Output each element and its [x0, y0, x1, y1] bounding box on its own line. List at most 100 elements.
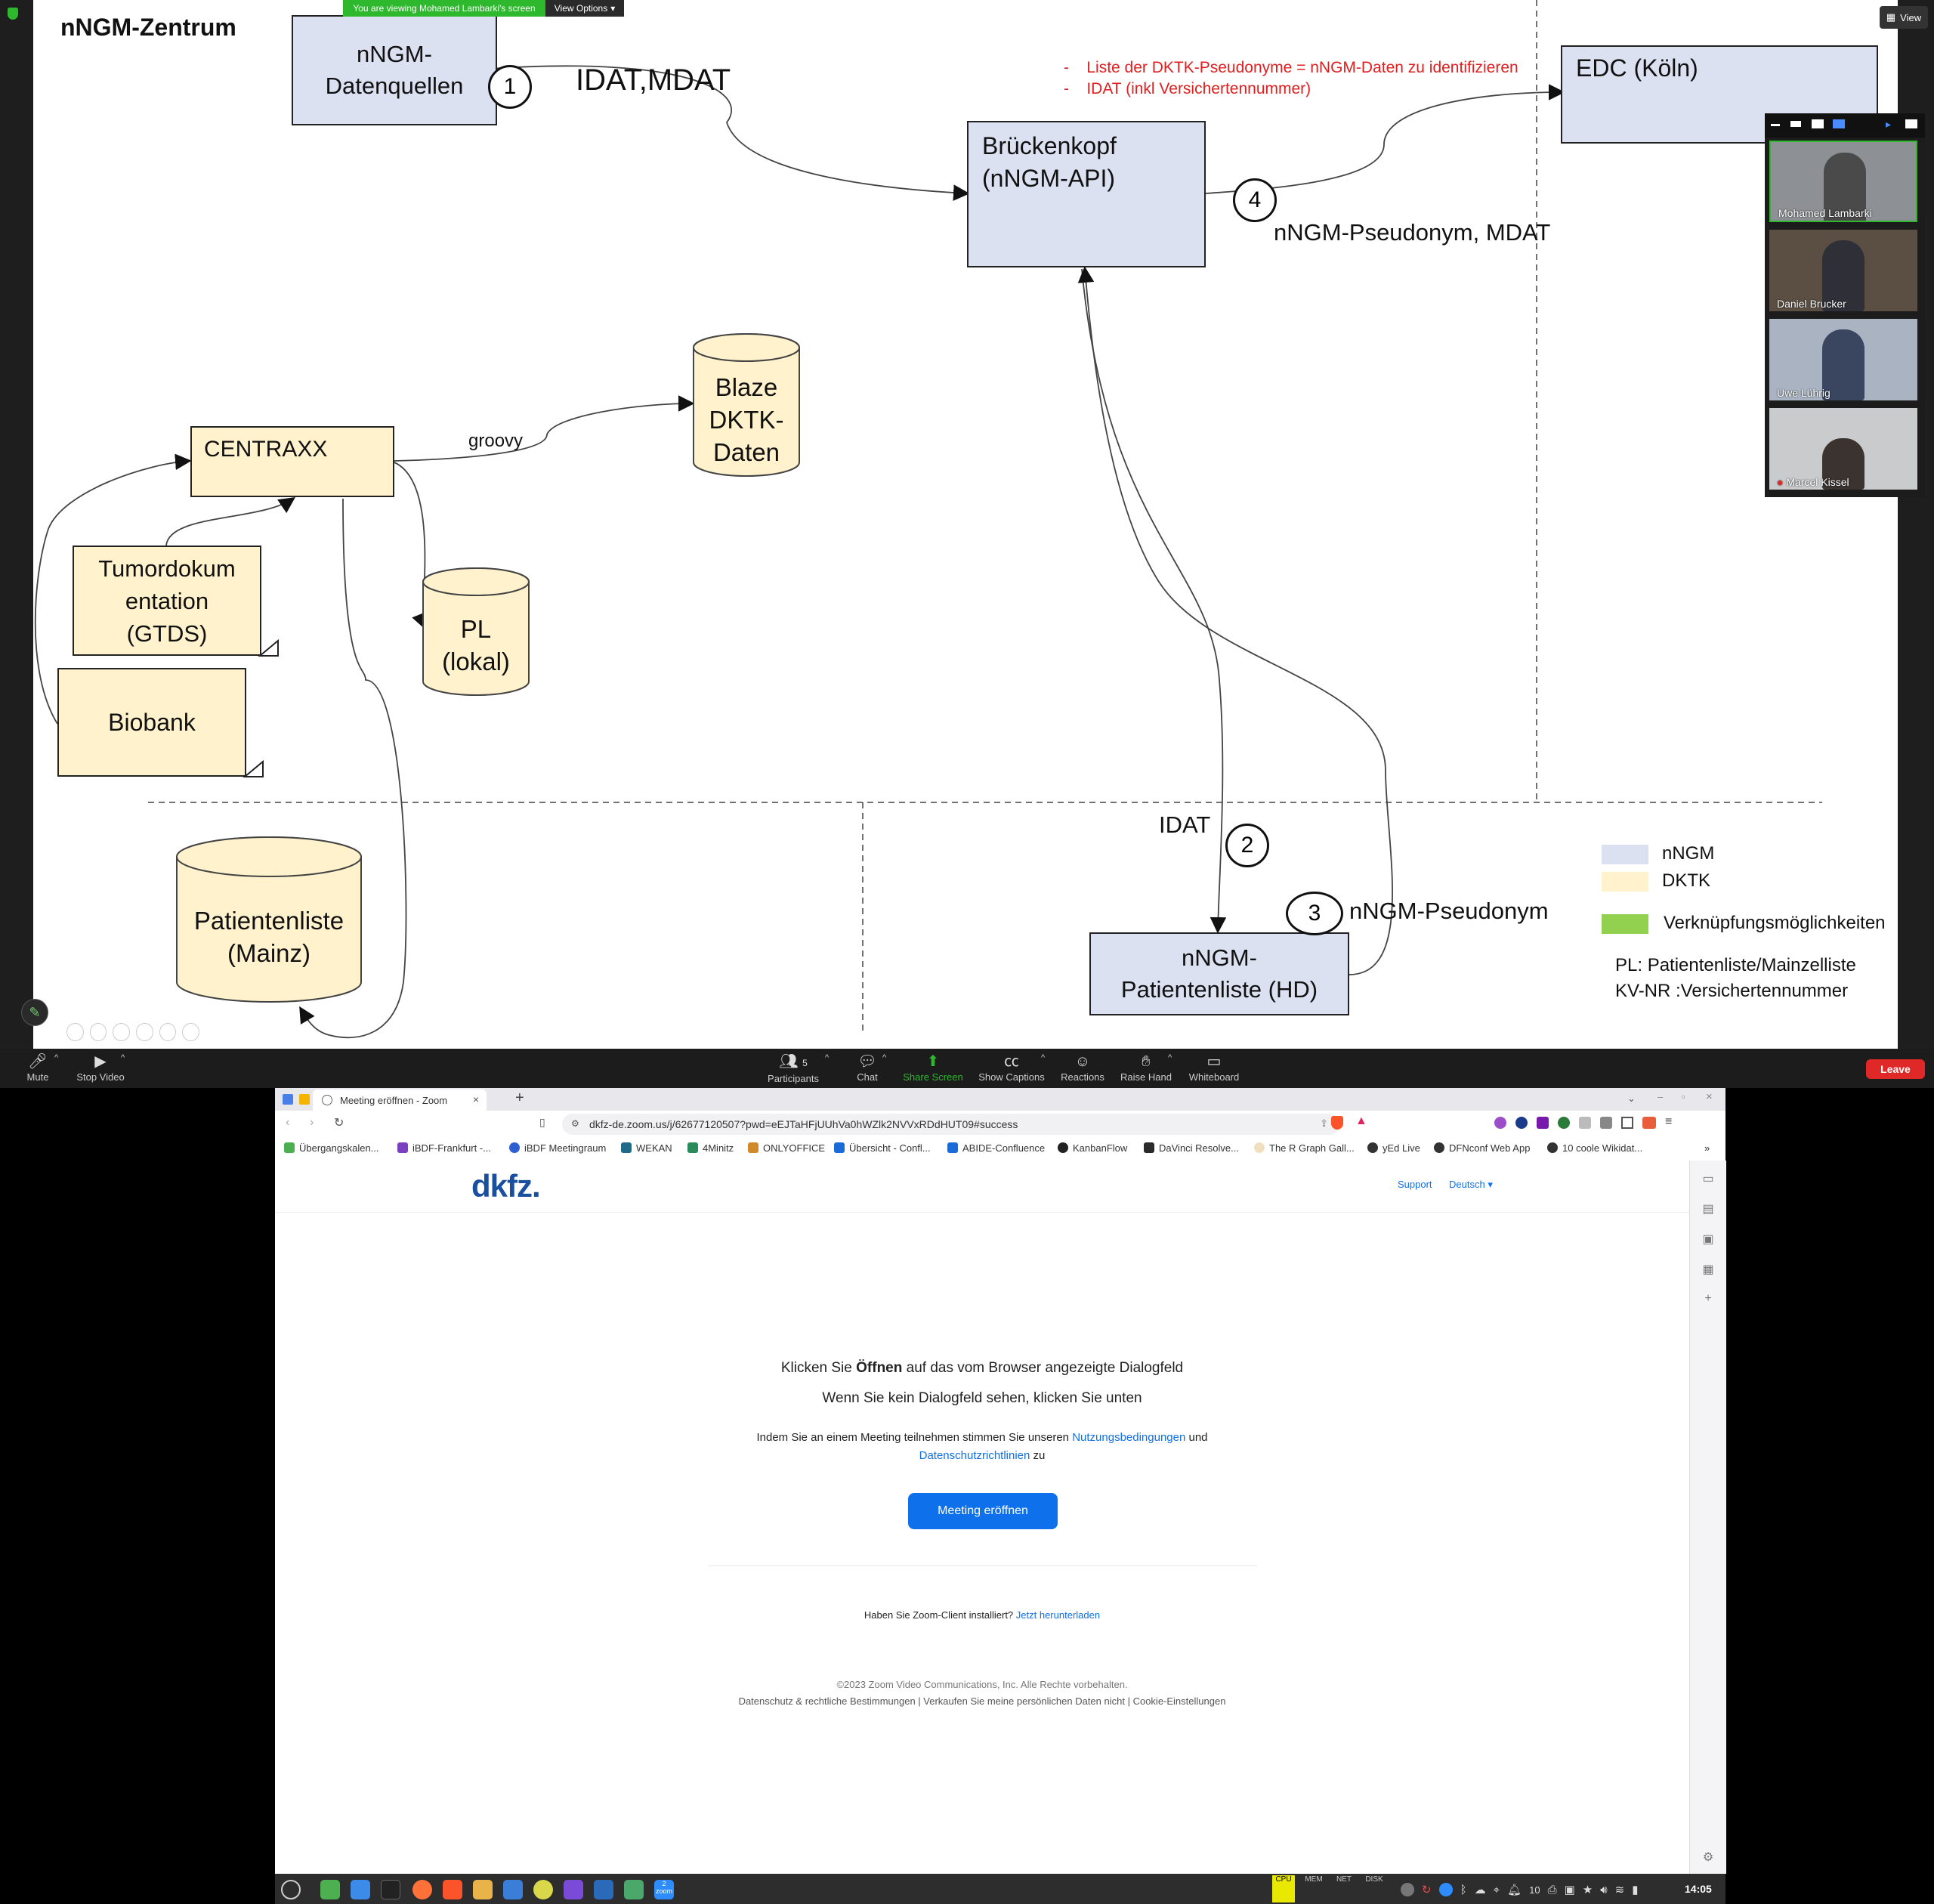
- share-screen-button[interactable]: ⬆︎Share Screen: [899, 1052, 967, 1083]
- sidebar-add-icon[interactable]: +: [1704, 1292, 1712, 1305]
- firefox-icon[interactable]: [412, 1880, 432, 1899]
- copy-icon[interactable]: [136, 1023, 153, 1041]
- bookmark-item[interactable]: Übersicht - Confl...: [834, 1142, 931, 1154]
- mail-icon[interactable]: [473, 1880, 493, 1899]
- audio-options-chevron[interactable]: ^: [54, 1053, 59, 1062]
- footer-link-do-not-sell[interactable]: Verkaufen Sie meine persönlichen Daten n…: [923, 1695, 1125, 1707]
- bookmark-item[interactable]: iBDF Meetingraum: [509, 1142, 606, 1154]
- location-icon[interactable]: ⌖: [1493, 1883, 1500, 1896]
- zoom-icon[interactable]: [159, 1023, 177, 1041]
- new-tab-icon[interactable]: +: [515, 1090, 524, 1106]
- more-icon[interactable]: [182, 1023, 200, 1041]
- battery-icon[interactable]: ▮: [1632, 1884, 1639, 1896]
- start-menu-icon[interactable]: [281, 1880, 301, 1899]
- brave-icon[interactable]: [443, 1880, 462, 1899]
- open-meeting-button[interactable]: Meeting eröffnen: [908, 1493, 1058, 1529]
- chat-chevron[interactable]: ^: [882, 1053, 887, 1062]
- minimize-icon[interactable]: [1771, 124, 1780, 126]
- cloud-icon[interactable]: ☁︎: [1474, 1884, 1486, 1896]
- files-icon[interactable]: [351, 1880, 370, 1899]
- view-button[interactable]: ▦View: [1880, 6, 1928, 29]
- wifi-icon[interactable]: ≋: [1614, 1884, 1625, 1896]
- bookmark-item[interactable]: yEd Live: [1367, 1142, 1420, 1154]
- raise-hand-chevron[interactable]: ^: [1168, 1053, 1172, 1062]
- bookmark-item[interactable]: 10 coole Wikidat...: [1547, 1142, 1642, 1154]
- footer-link-cookies[interactable]: Cookie-Einstellungen: [1132, 1695, 1226, 1707]
- brave-shield-icon[interactable]: [1331, 1116, 1343, 1130]
- bookmark-item[interactable]: Übergangskalen...: [284, 1142, 379, 1154]
- draw-icon[interactable]: [113, 1023, 131, 1041]
- captions-chevron[interactable]: ^: [1041, 1053, 1046, 1062]
- bookmark-item[interactable]: ONLYOFFICE: [748, 1142, 825, 1154]
- star-icon[interactable]: ★: [1582, 1884, 1593, 1896]
- sidebar-settings-icon[interactable]: ⚙︎: [1702, 1851, 1714, 1864]
- zoom-tray-icon[interactable]: [1438, 1883, 1453, 1896]
- brave-rewards-icon[interactable]: ▲: [1355, 1114, 1367, 1127]
- download-link[interactable]: Jetzt herunterladen: [1015, 1609, 1101, 1621]
- close-window-icon[interactable]: ×: [1706, 1090, 1713, 1103]
- minimize-window-icon[interactable]: –: [1657, 1091, 1664, 1102]
- sidebar-reading-list-icon[interactable]: ▭: [1702, 1173, 1714, 1185]
- clipboard-icon[interactable]: ▣: [1564, 1884, 1575, 1896]
- tab-meeting[interactable]: Meeting eröffnen - Zoom ×: [313, 1090, 487, 1111]
- printer-icon[interactable]: ⎙: [1547, 1883, 1557, 1896]
- bookmark-icon[interactable]: ▯: [539, 1116, 545, 1128]
- slides-app-icon[interactable]: [299, 1094, 310, 1105]
- extension-icon[interactable]: [1579, 1117, 1591, 1129]
- bookmark-item[interactable]: KanbanFlow: [1058, 1142, 1127, 1154]
- extension-icon[interactable]: [1494, 1117, 1506, 1129]
- sidebar-wallet-icon[interactable]: ▦: [1702, 1263, 1714, 1276]
- raise-hand-button[interactable]: ✋︎Raise Hand: [1118, 1052, 1174, 1083]
- extension-icon[interactable]: [1600, 1117, 1612, 1129]
- annotate-pen-button[interactable]: ✎: [21, 999, 48, 1026]
- chat-button[interactable]: 💬︎Chat: [849, 1052, 885, 1083]
- monitor-icon[interactable]: [594, 1880, 613, 1899]
- sync-icon[interactable]: ↻: [1422, 1884, 1432, 1896]
- bluetooth-icon[interactable]: ᛒ: [1460, 1883, 1467, 1896]
- forward-icon[interactable]: ›: [310, 1116, 314, 1129]
- extension-icon[interactable]: [1515, 1117, 1528, 1129]
- language-select[interactable]: Deutsch ▾: [1449, 1179, 1493, 1190]
- footer-link-privacy[interactable]: Datenschutz & rechtliche Bestimmungen: [738, 1695, 916, 1707]
- whiteboard-button[interactable]: ▭Whiteboard: [1186, 1052, 1242, 1083]
- bookmark-item[interactable]: DaVinci Resolve...: [1144, 1142, 1239, 1154]
- site-settings-icon[interactable]: ⚙︎: [571, 1118, 579, 1129]
- exit-panel-icon[interactable]: [1905, 119, 1917, 128]
- bookmark-item[interactable]: DFNconf Web App: [1434, 1142, 1530, 1154]
- wallet-icon[interactable]: [1642, 1117, 1656, 1129]
- participants-chevron[interactable]: ^: [825, 1053, 830, 1062]
- participant-tile[interactable]: Uwe Lührig: [1769, 319, 1917, 400]
- thunderbird-icon[interactable]: [503, 1880, 523, 1899]
- speaker-view-icon[interactable]: [1812, 119, 1824, 128]
- gallery-view-icon[interactable]: [1833, 119, 1845, 128]
- redo-icon[interactable]: [89, 1023, 107, 1041]
- stop-video-button[interactable]: ▶︎Stop Video: [74, 1052, 127, 1083]
- bookmark-item[interactable]: 4Minitz: [687, 1142, 734, 1154]
- bookmark-item[interactable]: iBDF-Frankfurt -...: [397, 1142, 491, 1154]
- participant-tile[interactable]: ● Marcel Kissel: [1769, 408, 1917, 490]
- sidebar-history-icon[interactable]: ▣: [1702, 1233, 1714, 1246]
- close-tab-icon[interactable]: ×: [472, 1093, 479, 1105]
- extension-icon[interactable]: [1558, 1117, 1570, 1129]
- extension-icon[interactable]: [1537, 1117, 1549, 1129]
- docs-app-icon[interactable]: [283, 1094, 293, 1105]
- address-bar[interactable]: ⚙︎ dkfz-de.zoom.us/j/62677120507?pwd=eEJ…: [562, 1114, 1340, 1135]
- menu-icon[interactable]: ≡: [1665, 1115, 1673, 1128]
- participant-tile[interactable]: Mohamed Lambarki: [1769, 141, 1917, 222]
- support-link[interactable]: Support: [1398, 1179, 1432, 1190]
- taskbar-app-icon[interactable]: [320, 1880, 340, 1899]
- tab-list-chevron-icon[interactable]: ⌄: [1627, 1093, 1636, 1104]
- mute-button[interactable]: 🎤︎Mute: [23, 1052, 53, 1083]
- bookmark-item[interactable]: The R Graph Gall...: [1254, 1142, 1355, 1154]
- sidebar-toggle-icon[interactable]: [1621, 1117, 1633, 1129]
- bookmark-item[interactable]: WEKAN: [621, 1142, 672, 1154]
- volume-icon[interactable]: 🔊︎: [1600, 1883, 1608, 1896]
- app-icon[interactable]: [533, 1880, 553, 1899]
- participant-tile[interactable]: Daniel Brucker: [1769, 230, 1917, 311]
- terminal-icon[interactable]: [381, 1880, 400, 1899]
- bookmark-item[interactable]: ABIDE-Confluence: [947, 1142, 1045, 1154]
- obsidian-icon[interactable]: [564, 1880, 583, 1899]
